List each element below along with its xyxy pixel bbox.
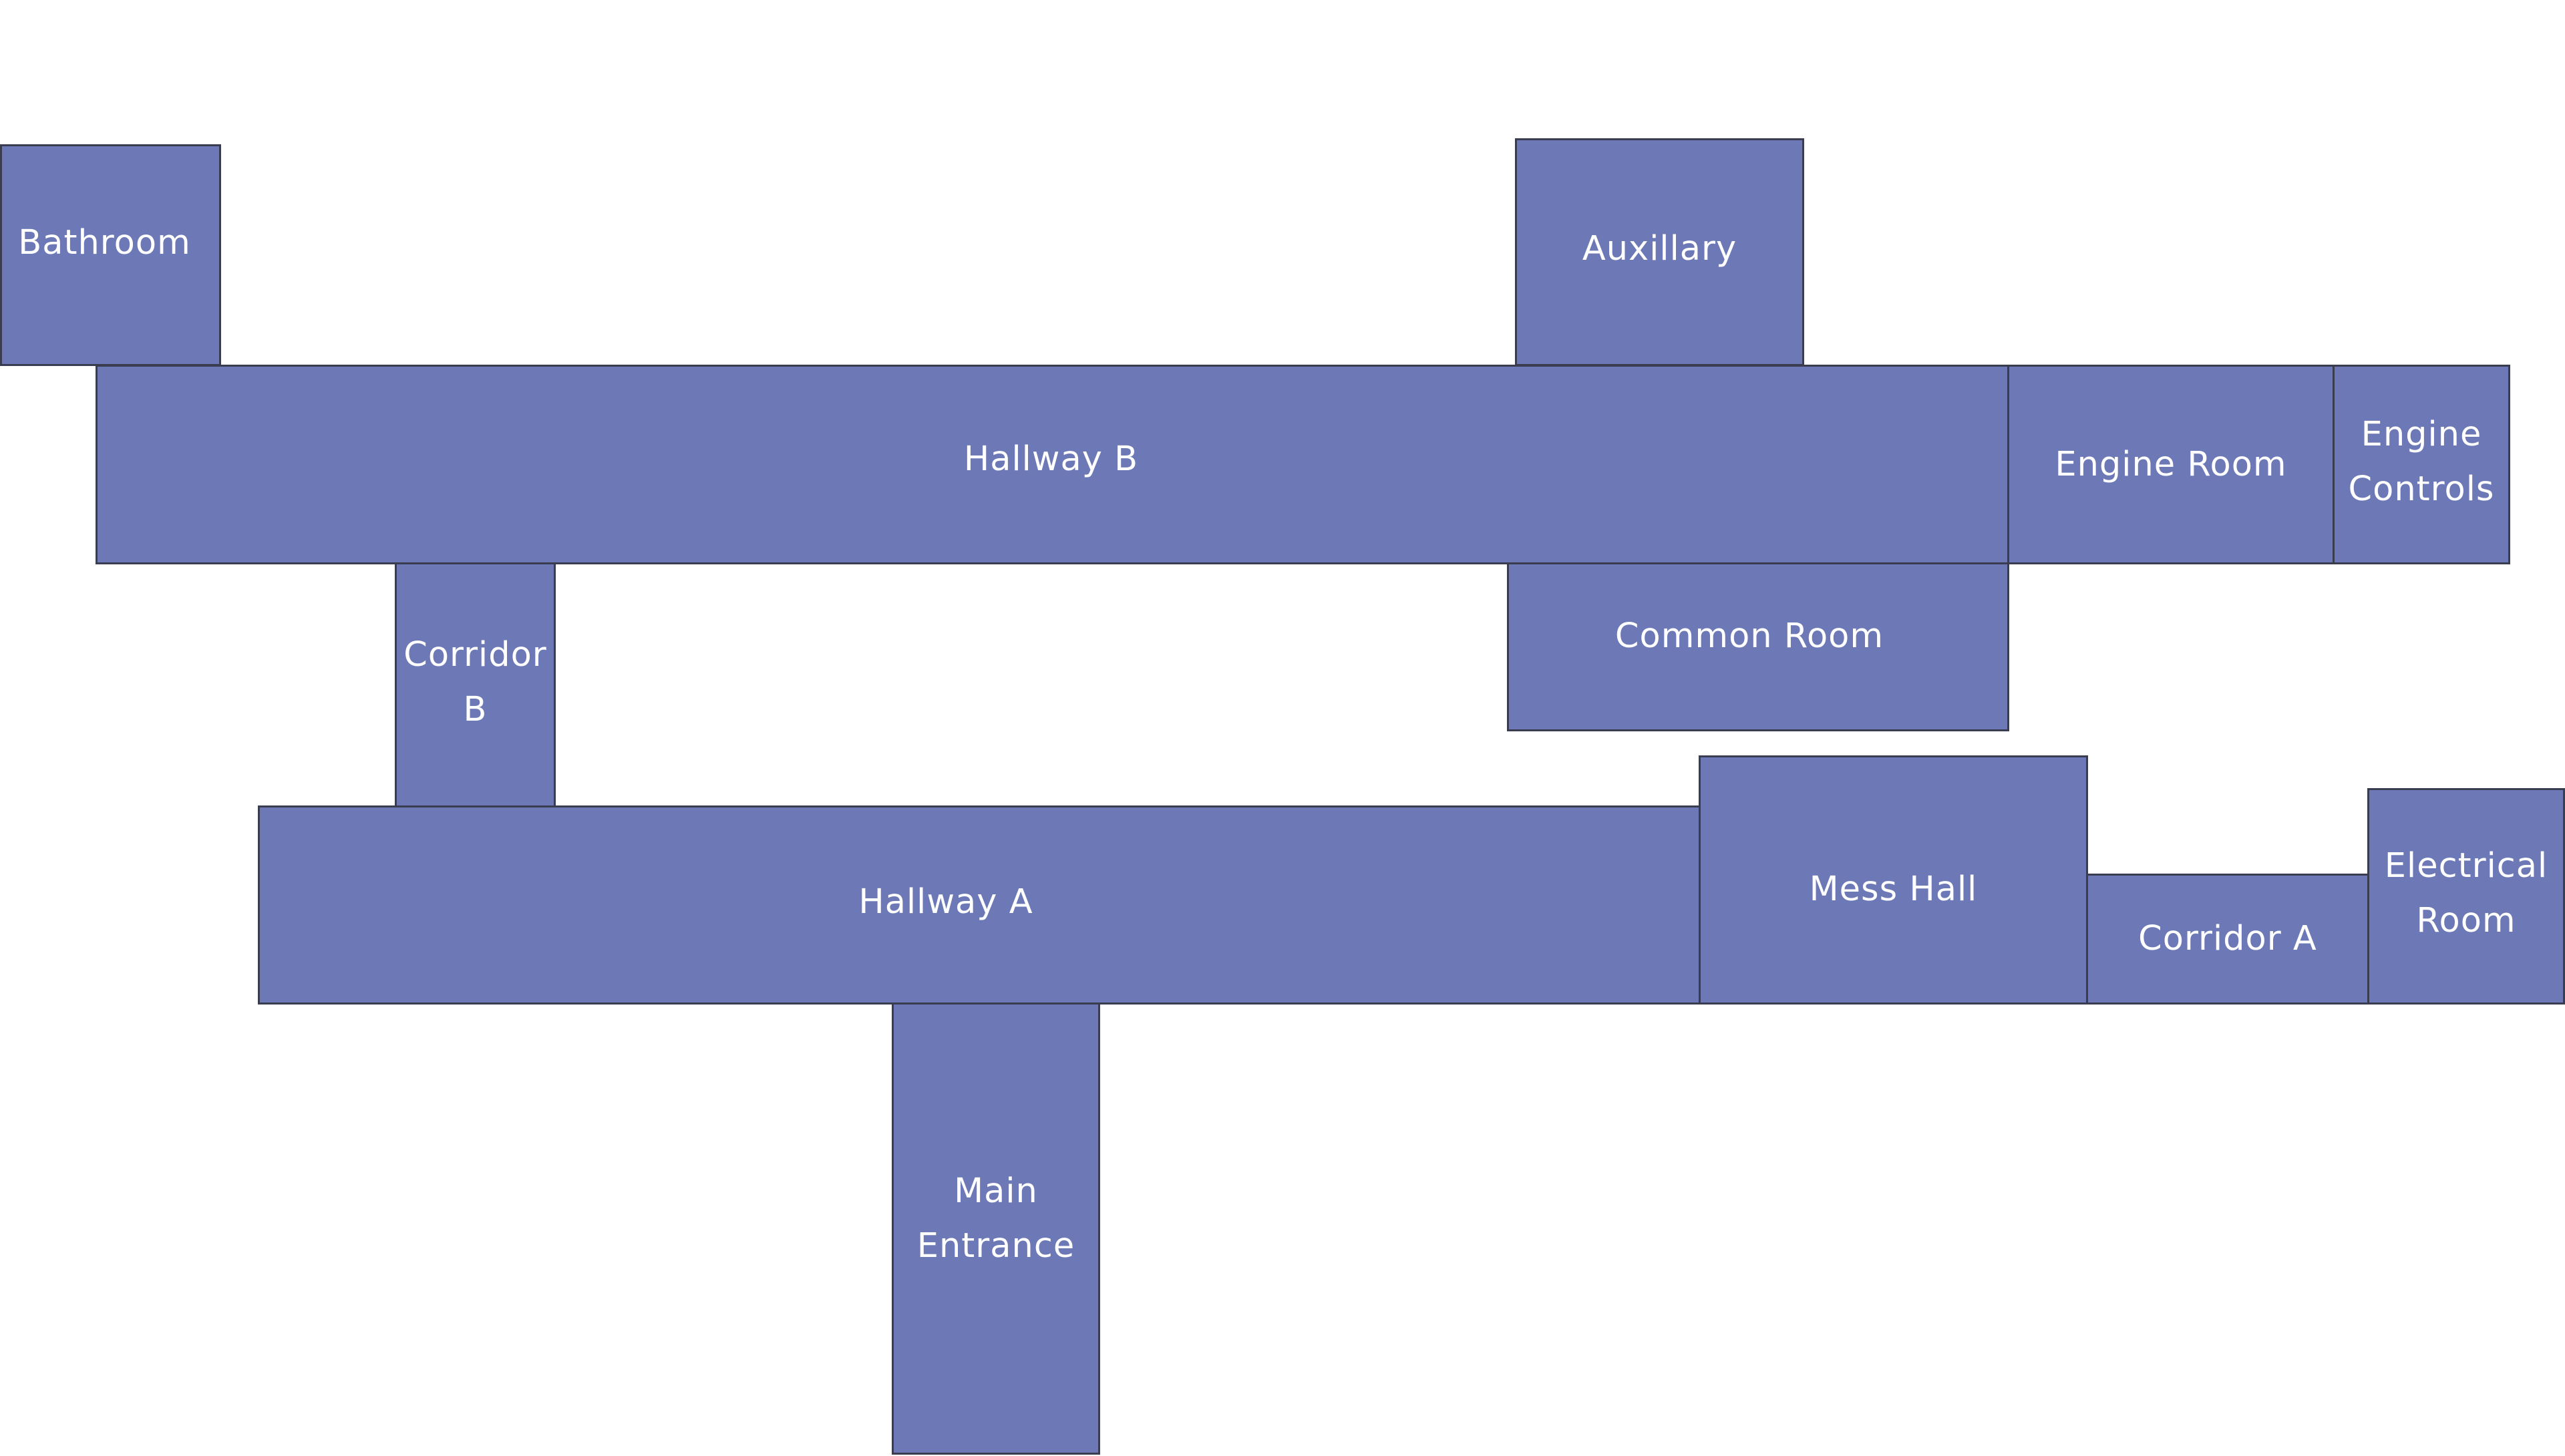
room-engine-room[interactable]: Engine Room [2007,365,2335,564]
room-corridor-b[interactable]: Corridor B [395,562,556,807]
room-hallway-a[interactable]: Hallway A [258,805,1701,1005]
room-label-corridor-a: Corridor A [2138,919,2317,958]
room-label-engine-controls: Engine Controls [2348,414,2495,509]
room-corridor-a[interactable]: Corridor A [2086,874,2369,1005]
room-label-main-entrance: Main Entrance [916,1171,1075,1266]
room-label-electrical-room: Electrical Room [2384,846,2548,940]
room-auxillary[interactable]: Auxillary [1515,138,1804,366]
room-label-auxillary: Auxillary [1582,228,1737,268]
room-label-common-room: Common Room [1614,616,1884,656]
room-label-mess-hall: Mess Hall [1809,869,1978,909]
room-electrical-room[interactable]: Electrical Room [2367,788,2565,1005]
room-label-hallway-b: Hallway B [963,439,1139,479]
room-mess-hall[interactable]: Mess Hall [1699,755,2088,1005]
room-label-engine-room: Engine Room [2055,444,2287,484]
room-label-corridor-b: Corridor B [403,634,547,729]
room-main-entrance[interactable]: Main Entrance [892,1003,1100,1455]
room-label-bathroom: Bathroom [18,223,191,262]
room-common-room[interactable]: Common Room [1507,562,2009,731]
room-bathroom[interactable]: Bathroom [0,144,221,366]
room-label-hallway-a: Hallway A [858,882,1033,922]
room-engine-controls[interactable]: Engine Controls [2333,365,2510,564]
room-hallway-b[interactable]: Hallway B [96,365,2009,564]
